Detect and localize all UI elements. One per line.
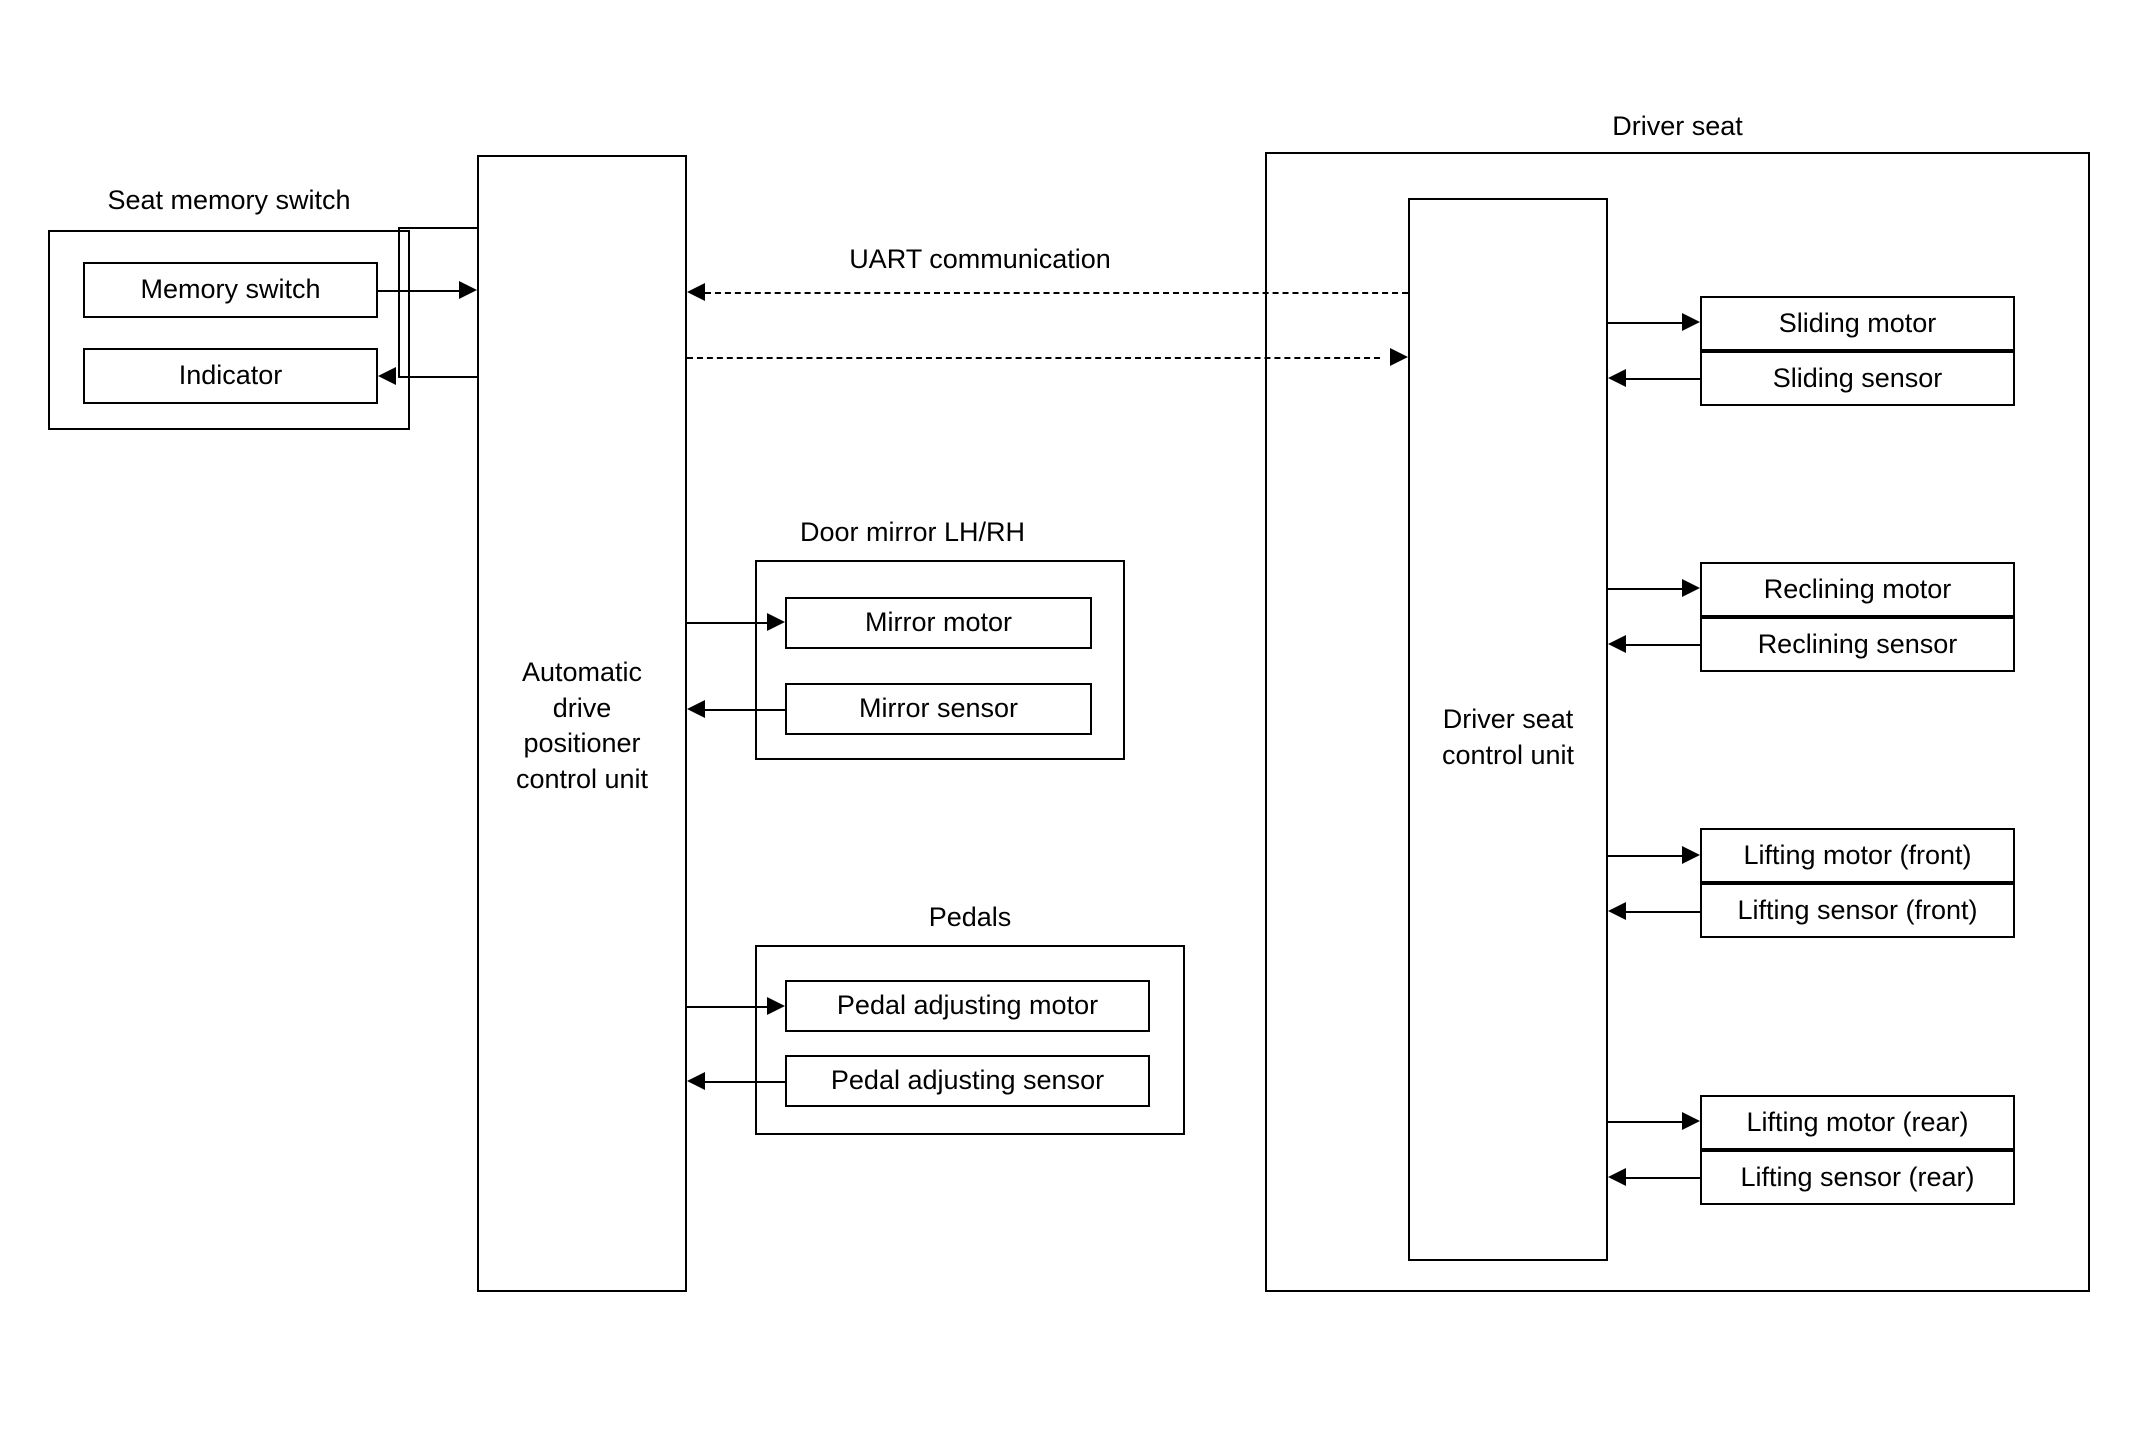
- block-lifting-motor-front[interactable]: Lifting motor (front): [1700, 828, 2015, 883]
- group-box-seat-memory-switch: [48, 230, 410, 430]
- block-automatic-drive-positioner-control-unit[interactable]: [477, 155, 687, 1292]
- group-label-pedals: Pedals: [928, 902, 1012, 932]
- arrowhead-dscu-to-reclining-motor: [1682, 579, 1700, 597]
- block-pedal-adjusting-motor[interactable]: Pedal adjusting motor: [785, 980, 1150, 1032]
- connector-memory-switch-to-adp: [378, 290, 459, 292]
- block-lifting-motor-rear[interactable]: Lifting motor (rear): [1700, 1095, 2015, 1150]
- arrowhead-adp-to-mirror-motor: [767, 613, 785, 631]
- arrowhead-memory-switch-to-adp: [459, 281, 477, 299]
- arrowhead-dscu-to-lifting-motor-front: [1682, 846, 1700, 864]
- block-reclining-motor[interactable]: Reclining motor: [1700, 562, 2015, 617]
- arrowhead-lifting-sensor-rear-to-dscu: [1608, 1168, 1626, 1186]
- arrowhead-uart-tx: [1390, 348, 1408, 366]
- connector-adp-to-mirror-motor: [687, 622, 767, 624]
- connector-indicator-top-run: [398, 227, 477, 229]
- block-sliding-sensor[interactable]: Sliding sensor: [1700, 351, 2015, 406]
- block-driver-seat-control-unit[interactable]: [1408, 198, 1608, 1261]
- arrowhead-pedal-sensor-to-adp: [687, 1072, 705, 1090]
- group-label-driver-seat: Driver seat: [1612, 111, 1743, 141]
- arrowhead-uart-rx: [687, 283, 705, 301]
- connector-dscu-to-sliding-motor: [1608, 322, 1682, 324]
- group-box-pedals: [755, 945, 1185, 1135]
- block-lifting-sensor-front[interactable]: Lifting sensor (front): [1700, 883, 2015, 938]
- group-label-seat-memory-switch: Seat memory switch: [107, 185, 351, 215]
- block-indicator[interactable]: Indicator: [83, 348, 378, 404]
- connector-lifting-sensor-rear-to-dscu: [1626, 1177, 1700, 1179]
- arrowhead-dscu-to-lifting-motor-rear: [1682, 1112, 1700, 1130]
- group-box-driver-seat: [1265, 152, 2090, 1292]
- group-label-door-mirror: Door mirror LH/RH: [799, 517, 1026, 547]
- connector-indicator-riser: [398, 227, 400, 378]
- connector-dscu-to-reclining-motor: [1608, 588, 1682, 590]
- arrowhead-reclining-sensor-to-dscu: [1608, 635, 1626, 653]
- label-uart-communication: UART communication: [849, 244, 1111, 274]
- connector-adp-to-indicator: [398, 376, 479, 378]
- label-driver-seat-control-unit: Driver seat control unit: [1441, 704, 1575, 770]
- arrowhead-sliding-sensor-to-dscu: [1608, 369, 1626, 387]
- label-automatic-drive-positioner-control-unit: Automatic drive positioner control unit: [515, 657, 649, 794]
- connector-dscu-to-lifting-motor-front: [1608, 855, 1682, 857]
- connector-mirror-sensor-to-adp: [705, 709, 785, 711]
- block-mirror-motor[interactable]: Mirror motor: [785, 597, 1092, 649]
- block-mirror-sensor[interactable]: Mirror sensor: [785, 683, 1092, 735]
- connector-reclining-sensor-to-dscu: [1626, 644, 1700, 646]
- arrowhead-dscu-to-sliding-motor: [1682, 313, 1700, 331]
- block-lifting-sensor-rear[interactable]: Lifting sensor (rear): [1700, 1150, 2015, 1205]
- connector-pedal-sensor-to-adp: [705, 1081, 785, 1083]
- arrowhead-mirror-sensor-to-adp: [687, 700, 705, 718]
- connector-uart-tx-dashed: [687, 357, 1380, 359]
- connector-sliding-sensor-to-dscu: [1626, 378, 1700, 380]
- connector-adp-to-pedal-motor: [687, 1006, 767, 1008]
- connector-dscu-to-lifting-motor-rear: [1608, 1121, 1682, 1123]
- arrowhead-adp-to-indicator: [378, 367, 396, 385]
- connector-lifting-sensor-front-to-dscu: [1626, 911, 1700, 913]
- connector-uart-rx-dashed: [705, 292, 1408, 294]
- arrowhead-lifting-sensor-front-to-dscu: [1608, 902, 1626, 920]
- block-pedal-adjusting-sensor[interactable]: Pedal adjusting sensor: [785, 1055, 1150, 1107]
- group-box-door-mirror: [755, 560, 1125, 760]
- block-memory-switch[interactable]: Memory switch: [83, 262, 378, 318]
- block-reclining-sensor[interactable]: Reclining sensor: [1700, 617, 2015, 672]
- block-sliding-motor[interactable]: Sliding motor: [1700, 296, 2015, 351]
- arrowhead-adp-to-pedal-motor: [767, 997, 785, 1015]
